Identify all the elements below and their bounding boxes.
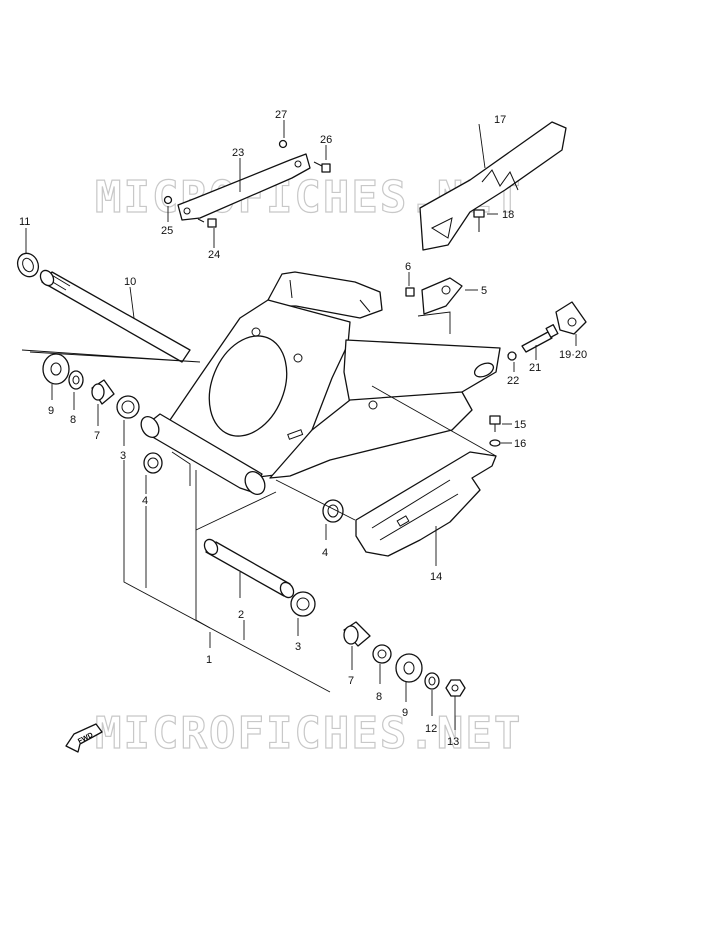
callout-3-right: 3 [295,641,301,653]
callout-9-right: 9 [402,707,408,719]
callout-2: 2 [238,609,244,621]
bearing-part-4-right [322,499,344,523]
callout-labels: 1 2 3 3 4 4 5 6 7 7 8 8 9 9 10 11 12 13 … [19,109,587,748]
callout-9-left: 9 [48,405,54,417]
callout-6: 6 [405,261,411,273]
callout-19-20: 19·20 [559,349,587,361]
bolt-part-15 [489,415,501,432]
bracket-part-5 [421,277,463,315]
adjuster-bolt-part-21 [521,324,559,353]
nut-part-22 [507,351,517,361]
callout-18: 18 [502,209,514,221]
callout-25: 25 [161,225,173,237]
callout-17: 17 [494,114,506,126]
oil-seal-part-9-left [42,353,70,385]
callout-15: 15 [514,419,526,431]
bracket-part-23 [177,153,311,221]
washer-part-27 [278,139,288,149]
callout-26: 26 [320,134,332,146]
adjuster-block-part-19-20 [555,301,587,335]
oil-seal-part-9-right [395,653,423,683]
bolt-part-6 [405,287,415,297]
callout-10: 10 [124,276,136,288]
callout-7-right: 7 [348,675,354,687]
callout-13: 13 [447,736,459,748]
bolt-part-18 [473,209,485,232]
washer-part-8-left [68,370,84,390]
callout-7-left: 7 [94,430,100,442]
nut-part-11 [16,252,40,278]
spacer-part-7-left [91,379,115,405]
washer-part-12 [424,672,440,690]
forward-arrow-icon: FWD [65,723,103,753]
watermark-bottom: MICROFICHES.NET [95,708,522,759]
callout-4-left: 4 [142,495,148,507]
callout-23: 23 [232,147,244,159]
callout-8-right: 8 [376,691,382,703]
bearing-part-3-left [116,395,140,419]
callout-14: 14 [430,571,442,583]
bearing-part-3-right [290,591,316,617]
callout-1: 1 [206,654,212,666]
callout-8-left: 8 [70,414,76,426]
callout-3-left: 3 [120,450,126,462]
callout-22: 22 [507,375,519,387]
bolt-part-26 [313,161,331,173]
leader-lines [21,120,577,730]
washer-part-16 [489,439,501,447]
swingarm-body [140,271,501,495]
callout-4-right: 4 [322,547,328,559]
chain-case-part-17 [419,121,567,251]
callout-12: 12 [425,723,437,735]
spacer-part-7-right [343,621,371,647]
callout-21: 21 [529,362,541,374]
callout-11: 11 [19,216,30,228]
chain-slider-part-14 [355,451,497,557]
nut-part-13 [445,679,466,697]
pivot-shaft-part-10 [39,269,191,363]
spacer-tube-part-2 [203,538,295,599]
nut-part-25 [163,195,173,205]
bearing-part-4-left [143,452,163,474]
callout-16: 16 [514,438,526,450]
washer-part-8-right [372,644,392,664]
callout-24: 24 [208,249,220,261]
callout-5: 5 [481,285,487,297]
callout-27: 27 [275,109,287,121]
bolt-part-24 [197,218,217,228]
